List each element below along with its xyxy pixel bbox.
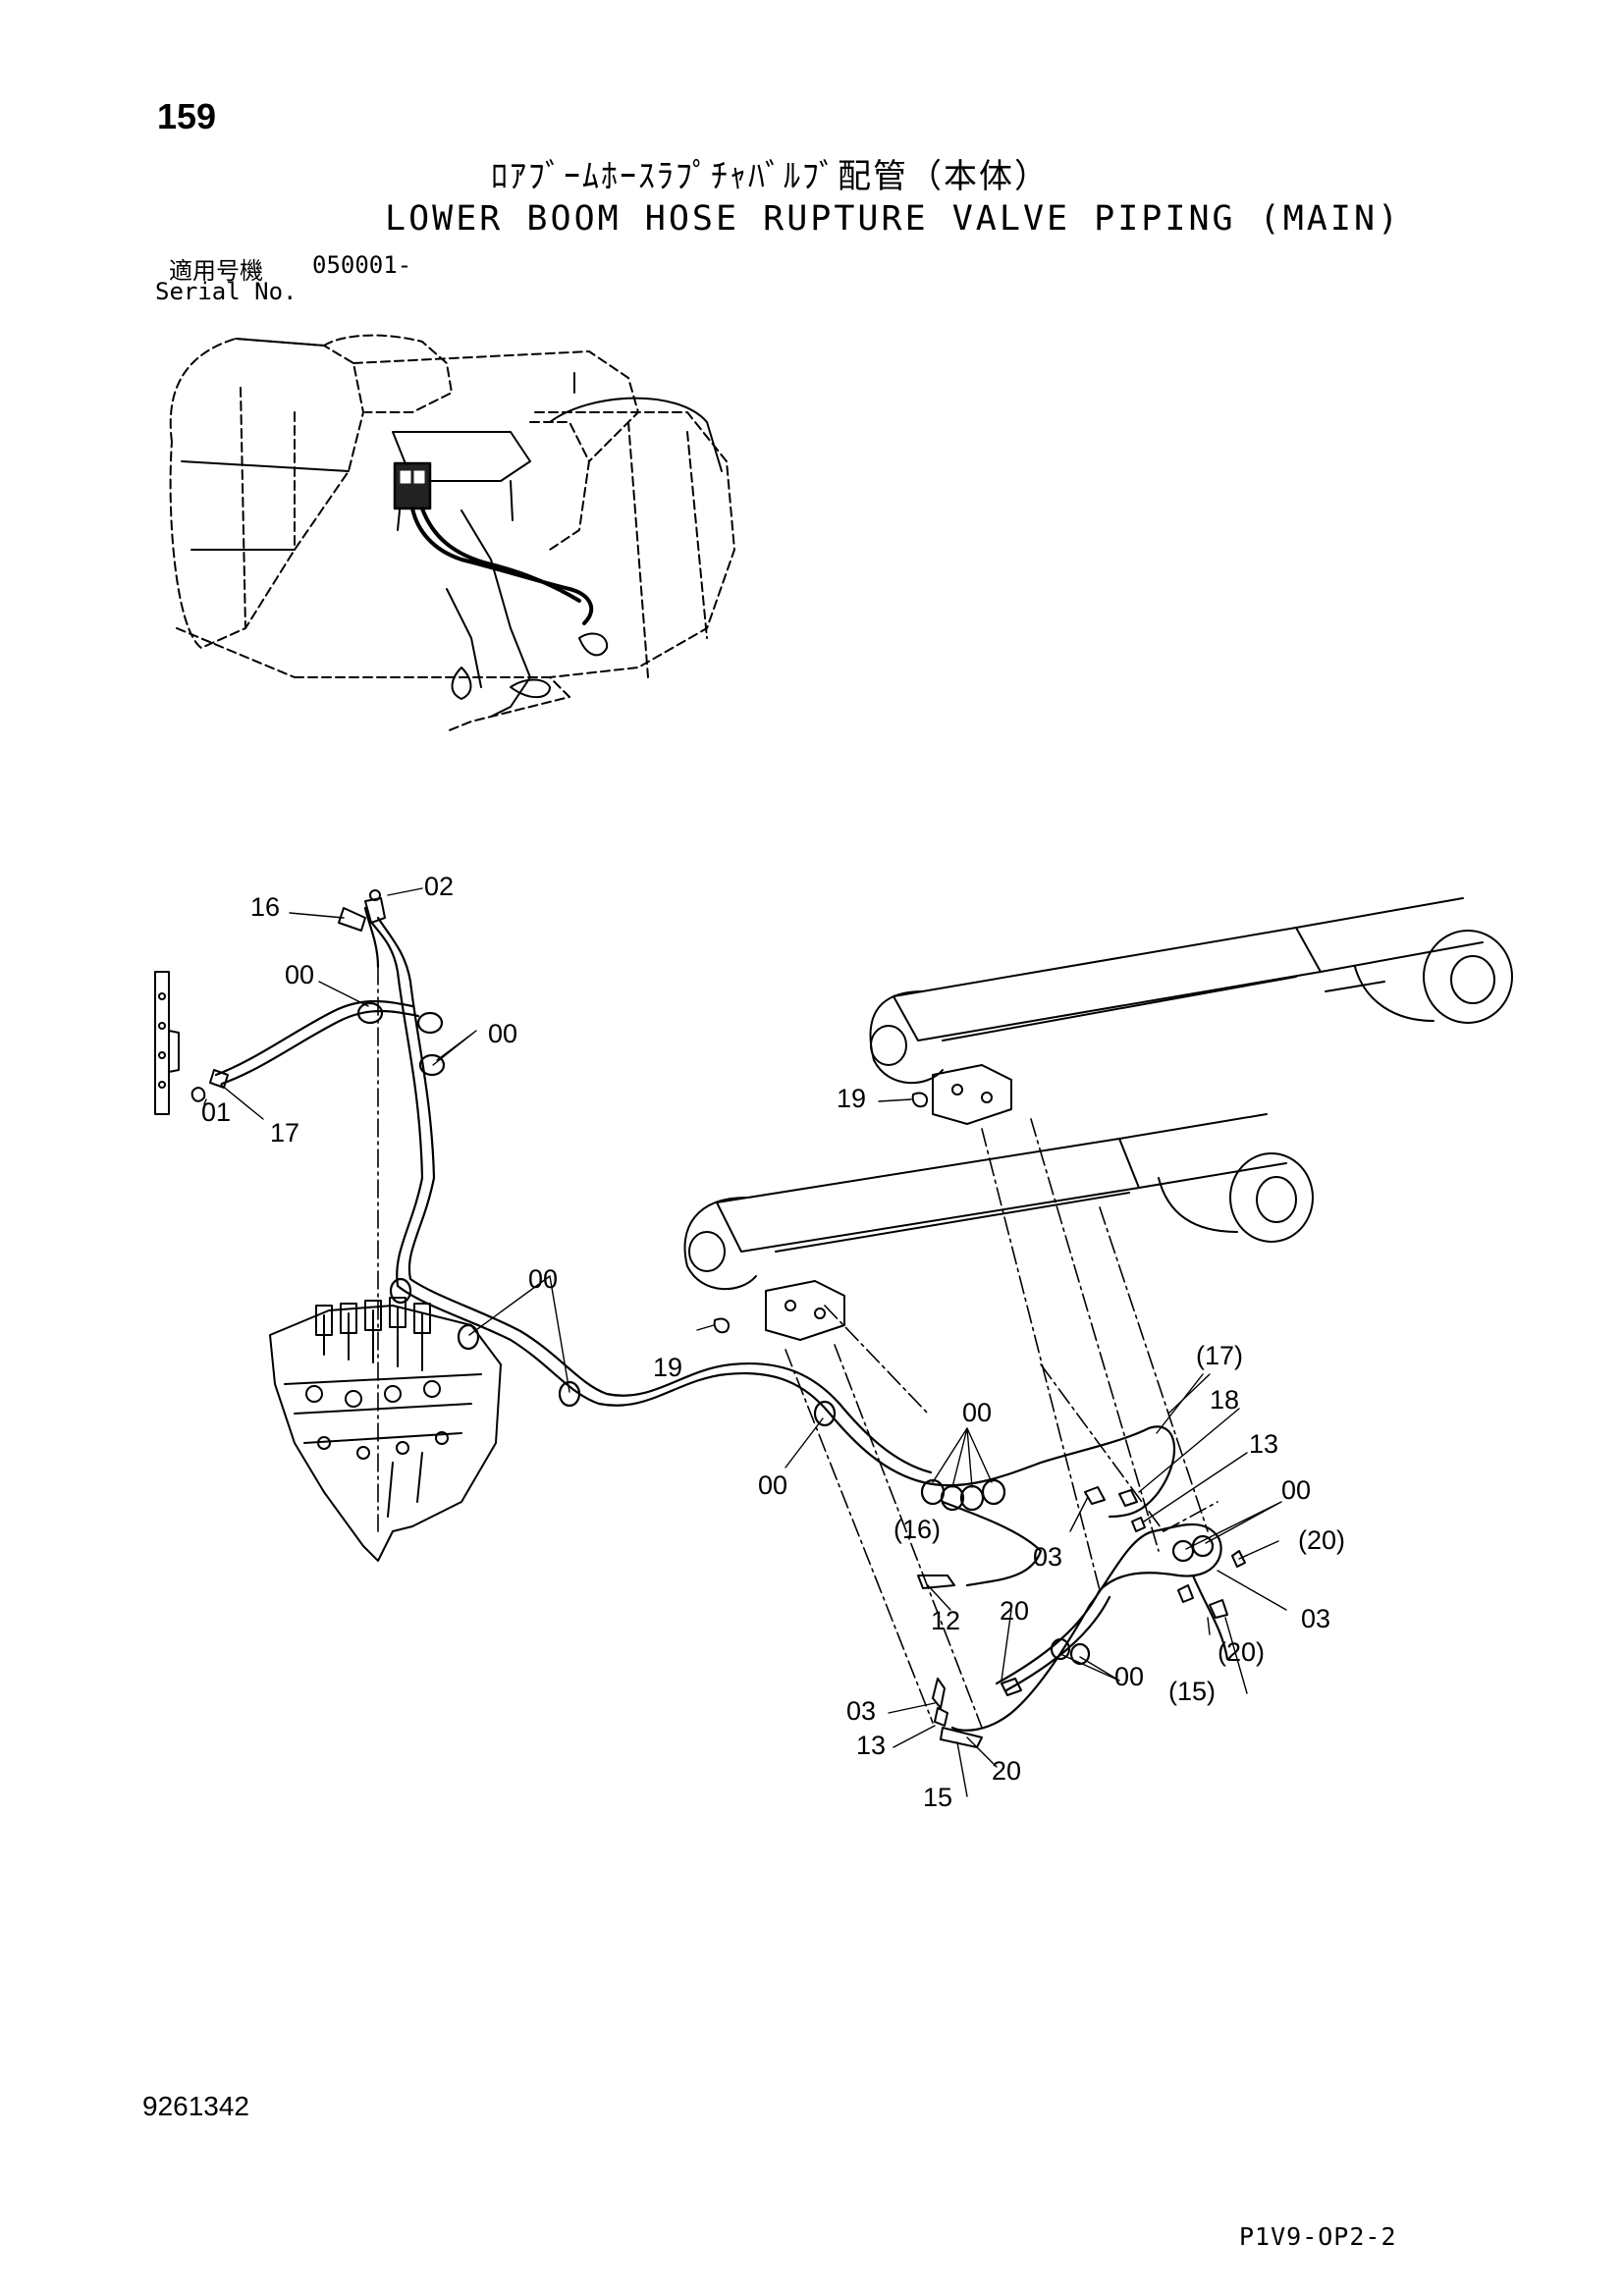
callout-18: 18: [1210, 1385, 1239, 1415]
hose-rupture-valve-upper: [932, 1064, 1012, 1125]
hose-clamps: [356, 1001, 1215, 1666]
callout-00: 00: [285, 960, 314, 989]
callout-19: 19: [837, 1084, 866, 1113]
callout-13: 13: [1249, 1429, 1278, 1459]
callout-00: 00: [488, 1019, 517, 1048]
drawing-number: 9261342: [142, 2091, 250, 2121]
callout-13: 13: [856, 1731, 886, 1760]
page-number: 159: [157, 96, 217, 136]
fittings: [154, 889, 1246, 1748]
callout-00: 00: [1281, 1475, 1311, 1505]
valve-block-overview: [393, 461, 594, 625]
callout-02: 02: [424, 872, 454, 901]
callout-03: 03: [1033, 1542, 1062, 1572]
serial-number-value: 050001-: [312, 251, 412, 279]
callout-00: 00: [1114, 1662, 1144, 1691]
callout-19: 19: [653, 1353, 682, 1382]
control-valve-block: [269, 1297, 502, 1562]
serial-label-japanese: 適用号機: [169, 257, 263, 285]
callout-17: 17: [270, 1118, 299, 1148]
callout-00: 00: [528, 1264, 558, 1294]
reference-lines: [377, 966, 1218, 1729]
upper-boom-cylinder: [869, 897, 1513, 1084]
callout-17-ref: (17): [1196, 1341, 1243, 1370]
lower-boom-cylinder: [683, 1113, 1314, 1290]
callout-20: 20: [992, 1756, 1021, 1786]
callout-00: 00: [758, 1470, 787, 1500]
callout-labels: 16 02 00 00 17 01 19 00 19 (17) 18 00 00…: [201, 872, 1345, 1812]
leader-lines: [203, 887, 1287, 1797]
machine-overview-sketch: [169, 334, 735, 732]
callout-20-ref: (20): [1298, 1525, 1345, 1555]
callout-16-ref: (16): [893, 1515, 941, 1544]
callout-16: 16: [250, 892, 280, 922]
serial-label-english: Serial No.: [155, 278, 298, 305]
callout-03: 03: [846, 1696, 876, 1726]
callout-12: 12: [931, 1606, 960, 1635]
callout-01: 01: [201, 1097, 231, 1127]
callout-20-ref: (20): [1218, 1637, 1265, 1667]
hose-routing: [214, 906, 1229, 1732]
callout-20: 20: [1000, 1596, 1029, 1626]
title-english: LOWER BOOM HOSE RUPTURE VALVE PIPING (MA…: [385, 199, 1402, 239]
title-japanese: ﾛｱﾌﾞｰﾑﾎｰｽﾗﾌﾟﾁｬﾊﾞﾙﾌﾞ配管（本体）: [491, 157, 1050, 196]
callout-15: 15: [923, 1783, 952, 1812]
callout-03: 03: [1301, 1604, 1330, 1633]
page-code: P1V9-OP2-2: [1239, 2222, 1397, 2251]
callout-00: 00: [962, 1398, 992, 1427]
callout-15-ref: (15): [1168, 1677, 1216, 1706]
hose-rupture-valve-lower: [765, 1280, 845, 1341]
